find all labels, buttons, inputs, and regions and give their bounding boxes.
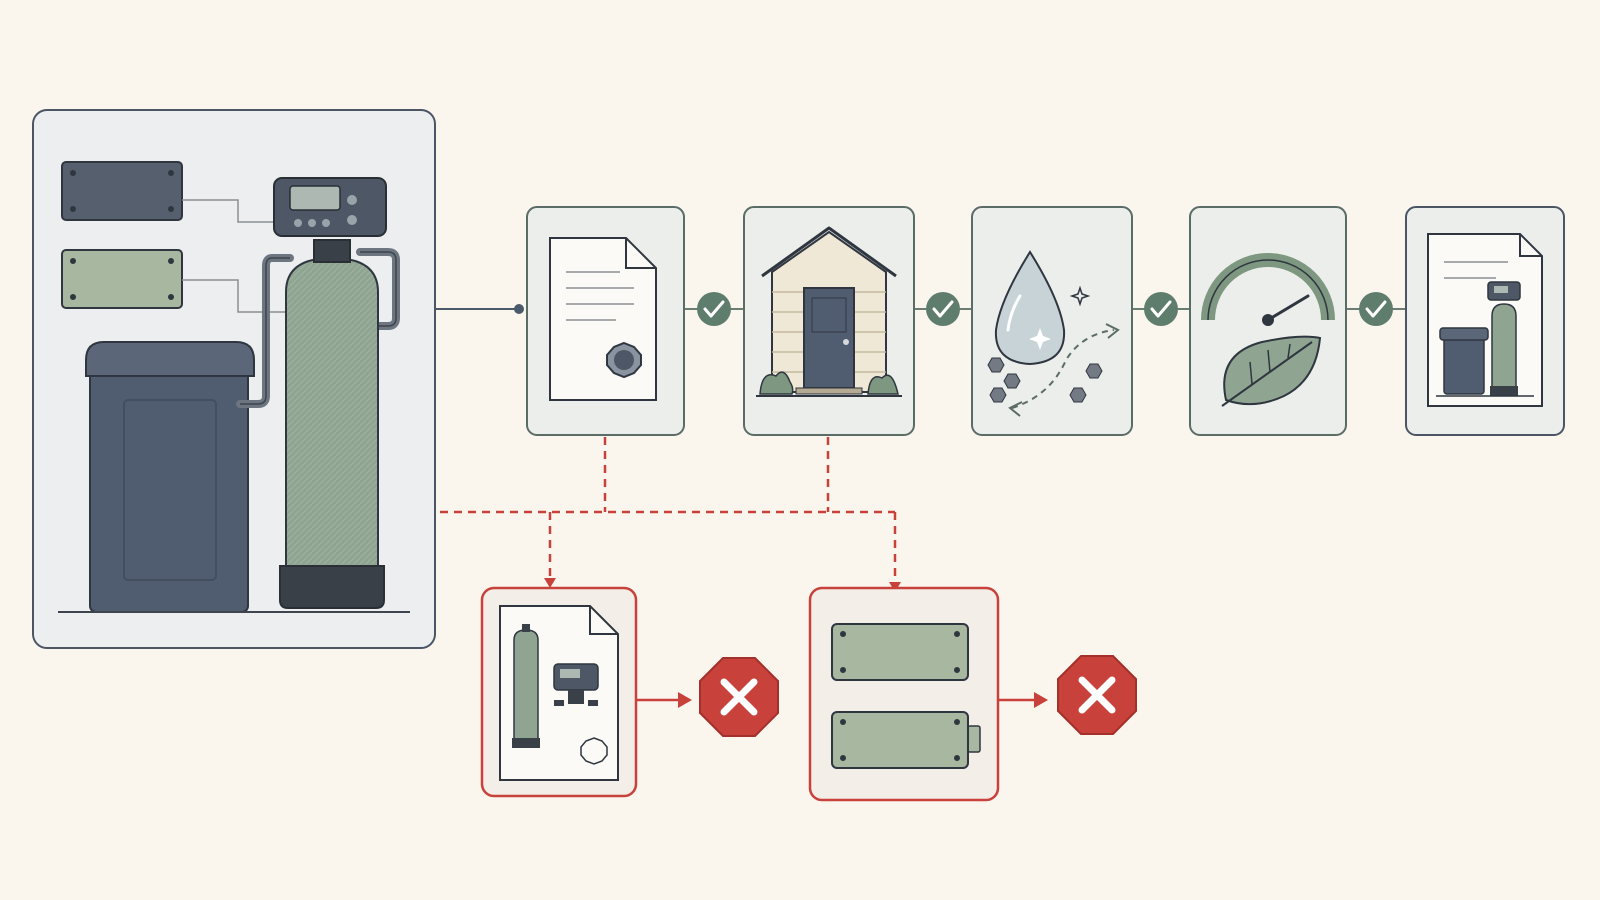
- step-water-softening: [971, 206, 1133, 436]
- branch-arrowhead: [544, 578, 556, 588]
- water-softener-system-panel: [32, 109, 436, 649]
- gauge-leaf-icon: [1201, 253, 1335, 407]
- house-icon: [756, 226, 902, 397]
- reject-mismatched-labels: [808, 586, 1000, 802]
- label-plates-icon: [831, 623, 981, 769]
- reject-arrow-head: [678, 692, 692, 708]
- system-document-icon: [1427, 233, 1543, 407]
- certificate-document-icon: [549, 237, 657, 401]
- check-icon: [1359, 292, 1393, 326]
- reject-mismatched-components: [480, 586, 638, 798]
- control-valve-head: [273, 177, 387, 237]
- resin-tank: [279, 239, 385, 609]
- reject-arrow-head: [1034, 692, 1048, 708]
- rejection-branch-connectors: [440, 437, 897, 582]
- check-icon: [926, 292, 960, 326]
- water-drop-icon: [987, 250, 1120, 417]
- label-leader-line: [182, 199, 276, 223]
- stop-x-icon: [1057, 655, 1137, 735]
- component-document-icon: [499, 605, 619, 781]
- step-final-system-approval: [1405, 206, 1565, 436]
- check-icon: [1144, 292, 1178, 326]
- stop-x-icon: [699, 657, 779, 737]
- step-certification-document: [526, 206, 685, 436]
- step-home-installation: [743, 206, 915, 436]
- control-label-plate: [61, 161, 183, 221]
- step-efficiency-rating: [1189, 206, 1347, 436]
- check-icon: [697, 292, 731, 326]
- tank-label-plate: [61, 249, 183, 309]
- brine-tank: [85, 341, 255, 613]
- control-display: [289, 185, 341, 211]
